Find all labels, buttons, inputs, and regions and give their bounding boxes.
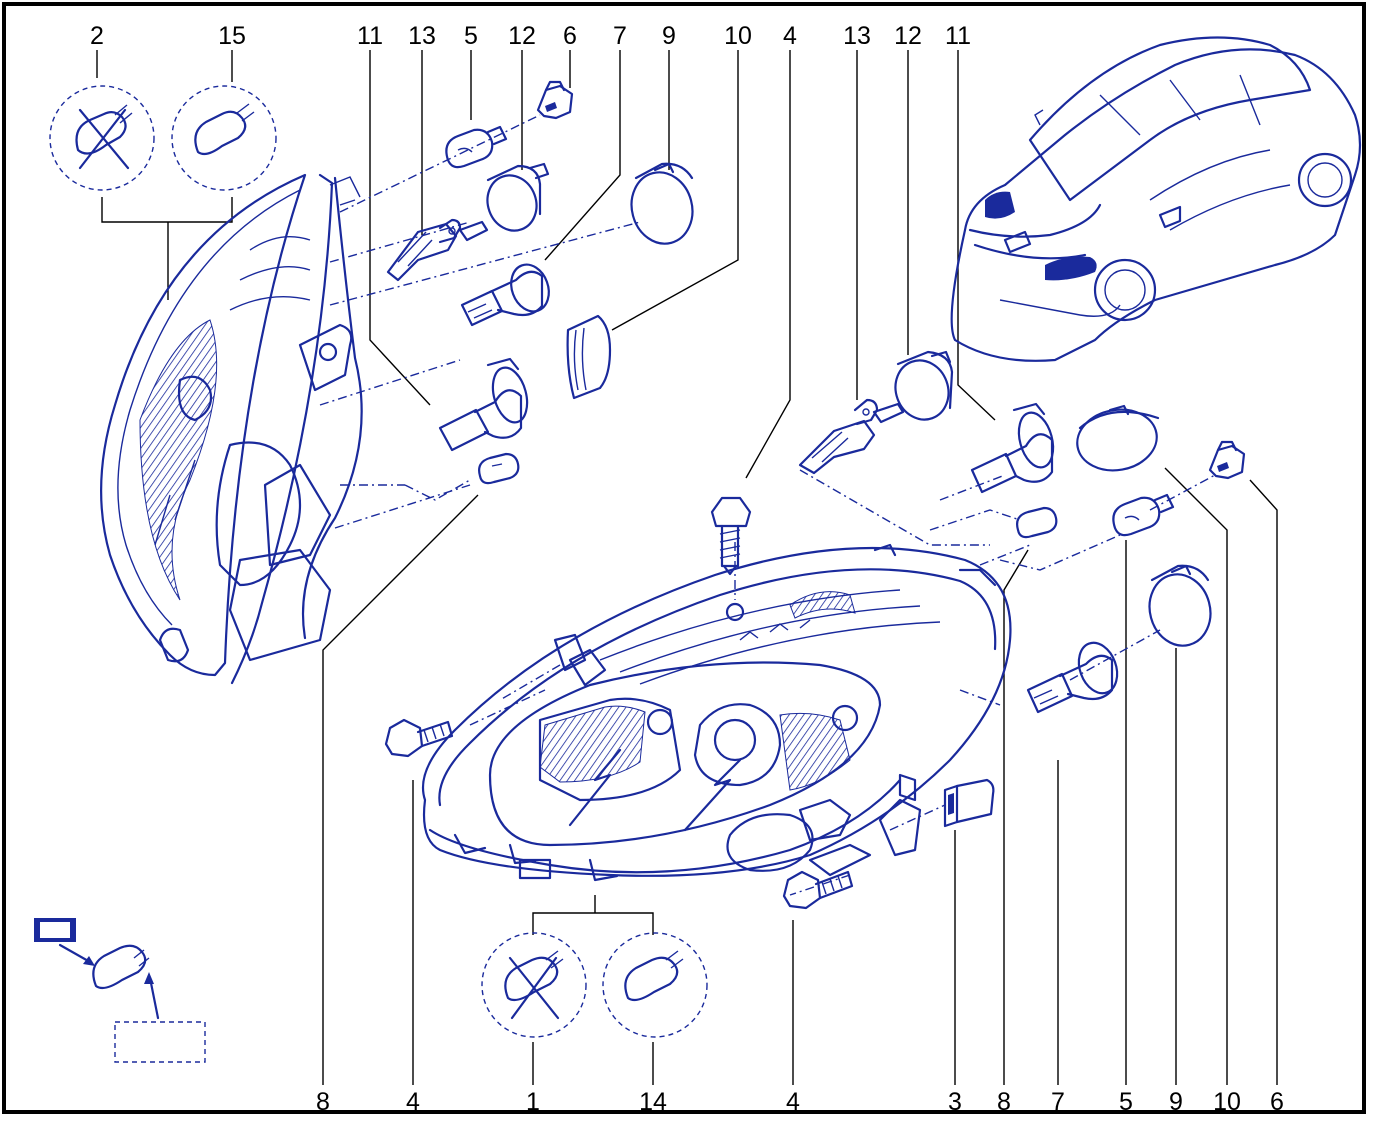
callout-bottom-4: 4 xyxy=(786,1088,800,1116)
part-10-cap-left xyxy=(566,314,612,400)
part-9-cap-right xyxy=(1148,564,1212,647)
callout-top-8: 9 xyxy=(662,22,676,50)
part-6-socket-right xyxy=(1208,440,1246,480)
bulb-circle-2 xyxy=(49,85,155,191)
part-13-bulb-holder-right xyxy=(798,398,905,475)
part-10-cap-right xyxy=(1076,404,1160,472)
bulb-circle-1 xyxy=(481,932,587,1038)
callout-bottom-7: 7 xyxy=(1051,1088,1065,1116)
car-location-illustration xyxy=(950,36,1362,362)
part-3-socket xyxy=(943,778,995,828)
part-4-screw-left xyxy=(384,718,454,758)
callout-bottom-10: 10 xyxy=(1213,1088,1241,1116)
callout-top-0: 2 xyxy=(90,22,104,50)
callout-bottom-6: 8 xyxy=(997,1088,1011,1116)
callout-top-13: 11 xyxy=(945,22,971,50)
diagram-frame xyxy=(2,2,1366,1114)
callout-top-11: 13 xyxy=(843,22,871,50)
alignment-lines xyxy=(319,114,1216,896)
callouts-bottom: 8 4 1 14 4 3 8 7 5 9 10 6 xyxy=(316,1088,1284,1116)
callout-top-9: 10 xyxy=(724,22,752,50)
part-12-cap-left xyxy=(486,162,550,232)
callout-bottom-8: 5 xyxy=(1119,1088,1133,1116)
leader-lines xyxy=(96,50,1278,1085)
callout-bottom-11: 6 xyxy=(1270,1088,1284,1116)
part-7-bulb-left xyxy=(460,263,550,327)
callout-top-3: 13 xyxy=(408,22,436,50)
callout-top-4: 5 xyxy=(464,22,478,50)
part-11-bulb-right xyxy=(970,402,1055,494)
part-9-cap-left xyxy=(630,162,694,245)
part-4-screw-top xyxy=(710,496,752,576)
part-5-bulb-right xyxy=(1112,493,1175,537)
callout-bottom-1: 4 xyxy=(406,1088,420,1116)
bulb-circle-15 xyxy=(171,85,277,191)
callout-bottom-2: 1 xyxy=(526,1088,540,1116)
callout-top-7: 7 xyxy=(613,22,627,50)
part-5-bulb-left xyxy=(445,125,508,169)
callout-bottom-3: 14 xyxy=(639,1088,667,1116)
part-8-bulb-left xyxy=(478,452,520,485)
callout-bottom-0: 8 xyxy=(316,1088,330,1116)
callout-top-10: 4 xyxy=(783,22,797,50)
center-headlamp-assembly xyxy=(421,543,1012,882)
left-headlamp-assembly xyxy=(100,173,363,685)
bulb-circle-14 xyxy=(602,932,708,1038)
part-7-bulb-right xyxy=(1026,641,1119,714)
callout-top-6: 6 xyxy=(563,22,577,50)
part-13-bulb-holder-left xyxy=(386,218,489,282)
part-11-bulb-left xyxy=(438,357,529,452)
part-12-cap-right xyxy=(894,350,954,421)
legend-illustration xyxy=(34,918,206,1063)
part-4-screw-bottom xyxy=(782,870,854,910)
callout-top-1: 15 xyxy=(218,22,246,50)
callout-top-2: 11 xyxy=(357,22,383,50)
part-6-socket-left xyxy=(536,80,574,120)
callout-top-12: 12 xyxy=(894,22,922,50)
part-8-bulb-right xyxy=(1016,506,1058,539)
callout-bottom-9: 9 xyxy=(1169,1088,1183,1116)
callout-top-5: 12 xyxy=(508,22,536,50)
callouts-top: 2 15 11 13 5 12 6 7 9 10 4 13 12 11 xyxy=(90,22,971,50)
callout-bottom-5: 3 xyxy=(948,1088,962,1116)
